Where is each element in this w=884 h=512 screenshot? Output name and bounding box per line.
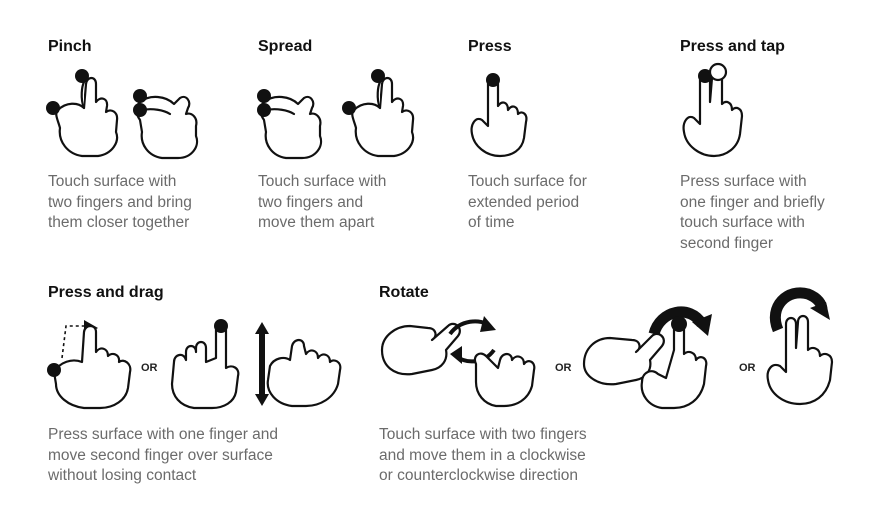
pinch-hand-icon [133,89,199,160]
rotate-arrow-icon [766,287,834,406]
description-line: of time [468,214,515,231]
pinch-hand-icon [46,69,119,158]
drag-hand-icon [170,319,240,410]
gesture-press-and-tap: Press and tap [680,38,785,56]
gesture-title: Press [468,38,512,55]
gesture-press-and-drag: Press and drag [48,284,164,302]
description-line: Touch surface with two fingers [379,426,587,443]
drag-hand-icon [255,322,342,408]
description-line: and move them in a clockwise [379,446,586,464]
description-line: Press surface with [680,173,807,190]
spread-hand-icon [257,89,323,160]
rotate-hand-icon [380,316,536,408]
gesture-press: Press [468,38,512,56]
description-line: without losing contact [48,467,197,484]
description-line: Press surface with one finger and [48,426,279,443]
or-label: OR [739,362,756,374]
description-line: or counterclockwise direction [379,467,579,484]
gesture-pinch-description: Touch surface with two fingers and bring… [48,172,192,234]
rotate-hand-icon [582,306,712,410]
gesture-press-and-drag-description: Press surface with one finger and move s… [48,425,278,487]
gesture-press-and-tap-description: Press surface with one finger and briefl… [680,172,825,254]
spread-hand-icon [342,69,415,158]
description-line: touch surface with [680,214,805,231]
press-tap-hand-icon [682,62,744,158]
gesture-spread-description: Touch surface with two fingers and move … [258,172,386,234]
description-line: them closer together [48,214,190,231]
description-line: move second finger over surface [48,446,273,464]
gesture-pinch: Pinch [48,38,92,56]
gesture-title: Spread [258,38,313,55]
description-line: move them apart [258,214,375,231]
description-line: two fingers and [258,193,364,211]
description-line: one finger and briefly [680,193,825,211]
gesture-rotate-description: Touch surface with two fingers and move … [379,425,587,487]
description-line: extended period [468,193,580,211]
description-line: second finger [680,234,774,252]
description-line: two fingers and bring [48,193,192,211]
or-label: OR [555,362,572,374]
gesture-title: Press and drag [48,284,164,301]
gesture-press-description: Touch surface for extended period of tim… [468,172,587,234]
gesture-title: Rotate [379,284,429,301]
or-label: OR [141,362,158,374]
description-line: Touch surface for [468,173,587,190]
gesture-title: Press and tap [680,38,785,55]
press-hand-icon [470,73,528,158]
drag-hand-icon [47,320,132,410]
gesture-title: Pinch [48,38,92,55]
description-line: Touch surface with [48,173,177,190]
description-line: Touch surface with [258,173,387,190]
gesture-spread: Spread [258,38,312,56]
gesture-rotate: Rotate [379,284,429,302]
